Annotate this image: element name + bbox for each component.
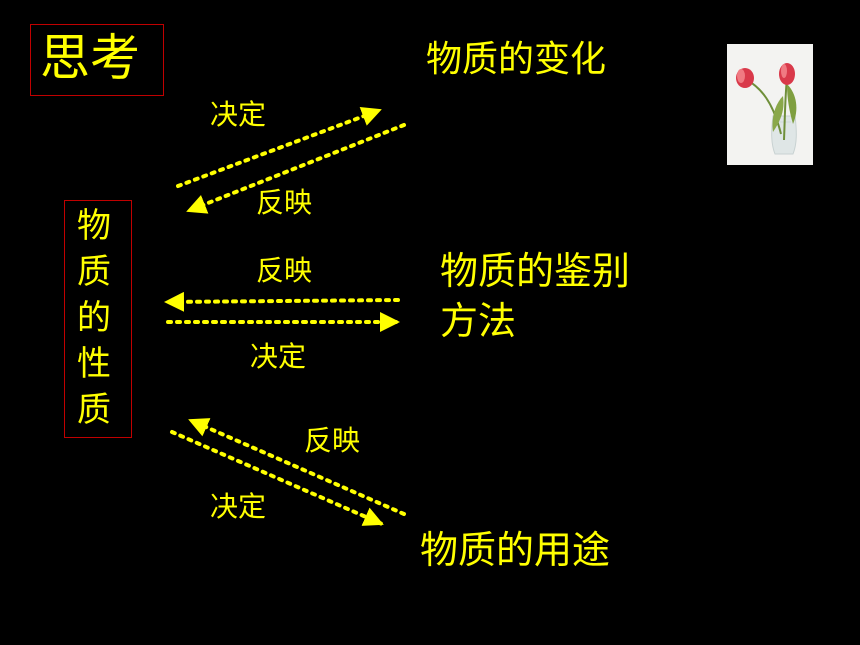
target-identify: 物质的鉴别方法 (440, 249, 631, 343)
center-label: 物质的性质 (77, 206, 111, 430)
arrow-top-decide (176, 106, 382, 188)
center-box (64, 200, 132, 438)
label-bot-decide: 决定 (210, 490, 267, 523)
label-bot-reflect: 反映 (304, 424, 361, 457)
arrow-bot-reflect (188, 418, 406, 516)
target-uses: 物质的用途 (420, 528, 611, 572)
label-top-decide: 决定 (210, 98, 267, 131)
target-change: 物质的变化 (426, 39, 607, 80)
arrow-top-reflect (186, 123, 406, 214)
arrow-bot-decide (170, 430, 384, 526)
title: 思考 (40, 29, 140, 87)
label-mid-decide: 决定 (250, 340, 307, 373)
title-box (30, 24, 164, 96)
tulip-vase-image (727, 44, 813, 165)
label-mid-reflect: 反映 (256, 254, 313, 287)
label-top-reflect: 反映 (256, 186, 313, 219)
arrow-mid-reflect (164, 291, 400, 312)
